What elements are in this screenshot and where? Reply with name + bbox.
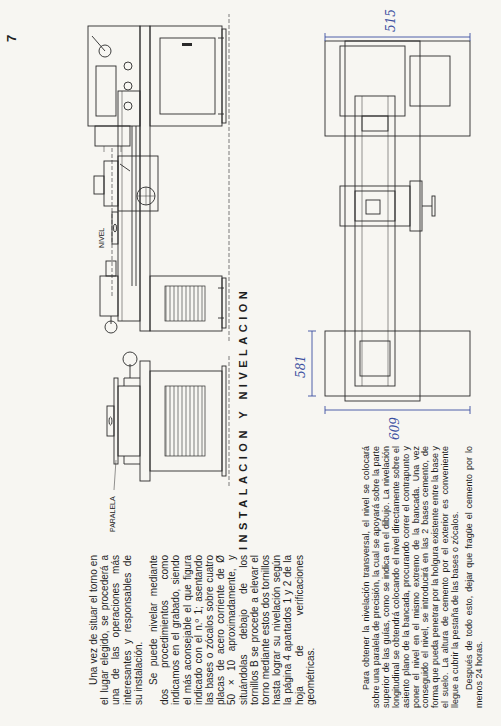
drawing-stroke [140, 361, 150, 481]
drawing-stroke [106, 261, 116, 276]
drawing-stroke [422, 206, 432, 207]
drawing-stroke [120, 164, 130, 171]
drawing-stroke [218, 288, 224, 289]
drawing-stroke [340, 46, 405, 116]
drawing-stroke [118, 91, 140, 321]
drawing-stroke [222, 278, 226, 328]
page-number: 7 [4, 18, 19, 42]
drawing-stroke [109, 417, 112, 425]
drawing-stroke [325, 410, 470, 411]
drawing-stroke [111, 316, 112, 324]
drawing-stroke [165, 386, 205, 456]
handwritten-dimension: 515 [384, 4, 398, 32]
drawing-stroke [432, 196, 435, 216]
drawing-stroke [218, 38, 224, 39]
drawing-stroke [95, 126, 130, 146]
drawing-stroke [312, 331, 313, 396]
drawing-stroke [360, 341, 390, 376]
drawing-stroke [118, 386, 140, 456]
drawing-stroke [124, 456, 140, 464]
drawing-stroke [150, 371, 222, 471]
drawing-stroke [112, 212, 118, 244]
drawing-stroke [137, 187, 155, 205]
drawing-stroke [308, 331, 316, 332]
drawing-stroke [140, 26, 150, 331]
drawing-stroke [340, 186, 410, 226]
drawing-stroke [410, 181, 422, 231]
part-label: PARALELA [109, 490, 116, 532]
drawing-stroke [114, 460, 116, 490]
drawing-stroke [124, 102, 132, 110]
drawing-stroke [388, 96, 389, 386]
drawing-stroke [229, 14, 230, 341]
drawing-stroke [366, 200, 380, 214]
drawing-stroke [218, 318, 224, 319]
drawing-stroke [325, 33, 326, 41]
drawing-stroke [124, 82, 132, 90]
drawing-stroke [470, 406, 471, 414]
plan-view [308, 33, 470, 414]
drawing-stroke [229, 354, 230, 486]
drawing-stroke [107, 406, 114, 436]
drawing-stroke [165, 286, 205, 321]
drawing-stroke [222, 366, 226, 476]
drawing-stroke [137, 196, 155, 197]
drawing-stroke [325, 406, 326, 414]
drawing-stroke [470, 33, 471, 41]
drawing-stroke [362, 96, 363, 386]
drawing-stroke [132, 126, 133, 286]
drawing-stroke [218, 114, 224, 115]
drawing-stroke [160, 38, 215, 114]
drawing-stroke [355, 191, 395, 221]
front-view [88, 14, 229, 341]
body-paragraph: Se puede nivelar mediante dos procedimie… [148, 555, 316, 705]
end-view [107, 352, 229, 490]
part-label: NIVEL [98, 208, 105, 248]
drawing-stroke [325, 37, 470, 38]
handwritten-dimension: 581 [294, 350, 308, 378]
drawing-stroke [123, 352, 137, 366]
body-paragraph: Para obtener la nivelación transversal, … [362, 446, 461, 708]
drawing-stroke [355, 96, 395, 386]
drawing-stroke [104, 161, 118, 206]
drawing-stroke [114, 224, 117, 232]
drawing-stroke [124, 378, 140, 386]
body-paragraph: Después de todo esto, dejar que fragüe e… [465, 446, 485, 708]
drawing-stroke [114, 378, 118, 464]
drawing-stroke [362, 116, 388, 131]
drawing-stroke [325, 41, 470, 136]
drawing-stroke [94, 176, 104, 194]
drawing-stroke [325, 331, 470, 396]
drawing-stroke [308, 396, 316, 397]
drawing-stroke [122, 91, 123, 321]
drawing-stroke [100, 276, 118, 316]
drawing-stroke [96, 66, 116, 116]
drawing-stroke [124, 62, 132, 70]
drawing-stroke [150, 26, 222, 126]
body-paragraph: Una vez de situar el torno en el lugar e… [88, 555, 144, 705]
drawing-stroke [410, 56, 450, 106]
drawing-stroke [345, 41, 420, 401]
drawing-stroke [121, 146, 122, 152]
handwritten-dimension: 609 [388, 414, 402, 440]
drawing-stroke [182, 43, 192, 46]
drawing-stroke [92, 36, 105, 51]
drawing-stroke [136, 126, 137, 286]
drawing-stroke [222, 29, 226, 123]
drawing-stroke [88, 26, 140, 126]
drawing-stroke [150, 276, 222, 331]
drawing-stroke [118, 156, 158, 211]
drawing-stroke [105, 321, 117, 333]
text-column: Una vez de situar el torno en el lugar e… [88, 555, 320, 705]
page-title: INSTALACION Y NIVELACION [237, 287, 249, 550]
text-column: Para obtener la nivelación transversal, … [362, 446, 489, 708]
drawing-stroke [104, 146, 105, 152]
